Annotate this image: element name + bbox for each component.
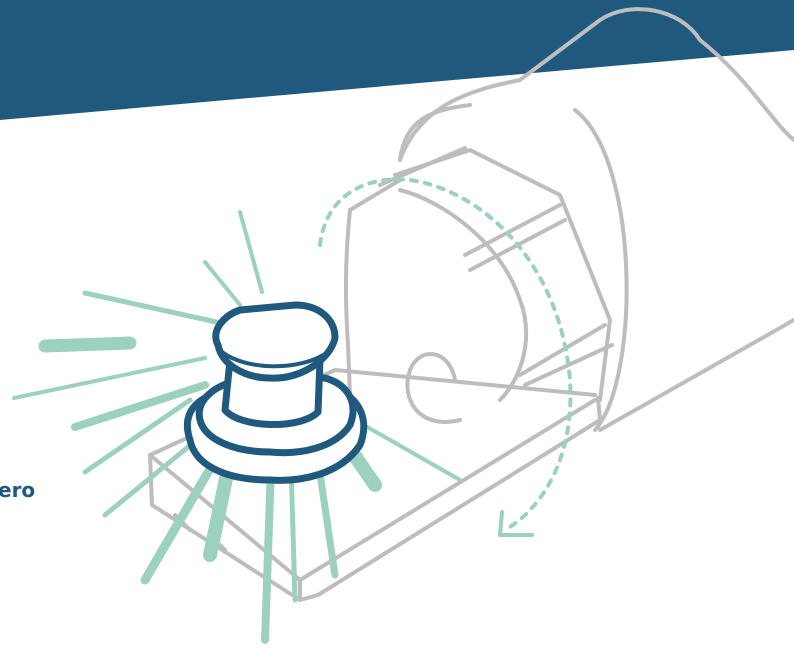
clipped-text: ero xyxy=(0,478,35,502)
rotation-arrow xyxy=(320,179,570,530)
push-button xyxy=(187,305,363,480)
dispenser-body xyxy=(150,9,794,600)
